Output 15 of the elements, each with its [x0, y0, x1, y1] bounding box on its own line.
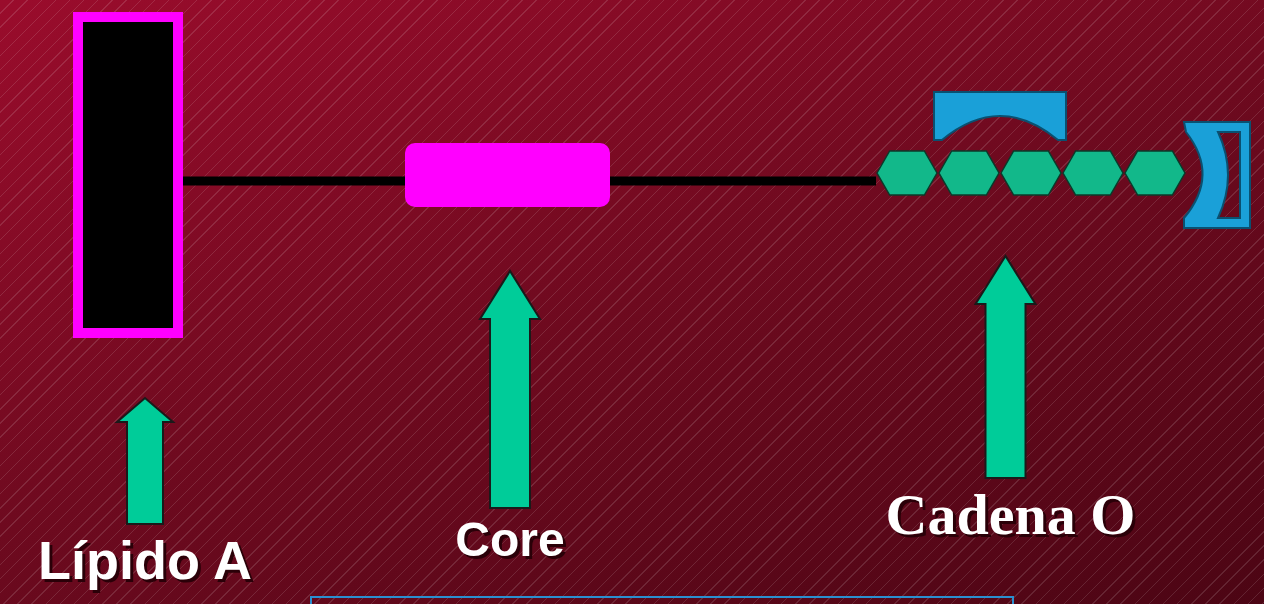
core-block: [405, 143, 610, 207]
sugar-hexagon: [938, 150, 1000, 196]
sugar-hexagon: [876, 150, 938, 196]
sugar-hexagon: [1000, 150, 1062, 196]
part-label: Lípido A: [15, 528, 275, 592]
block-arrow: [478, 269, 542, 509]
connector-line: [183, 176, 405, 186]
sugar-hexagon: [1062, 150, 1124, 196]
block-arrow: [114, 396, 176, 525]
sugar-hexagon: [1124, 150, 1186, 196]
lipid-bar: [73, 12, 183, 338]
part-label: Core: [440, 512, 580, 568]
block-arrow: [973, 254, 1038, 479]
part-label: Cadena O: [868, 482, 1153, 548]
connector-line: [610, 176, 876, 186]
